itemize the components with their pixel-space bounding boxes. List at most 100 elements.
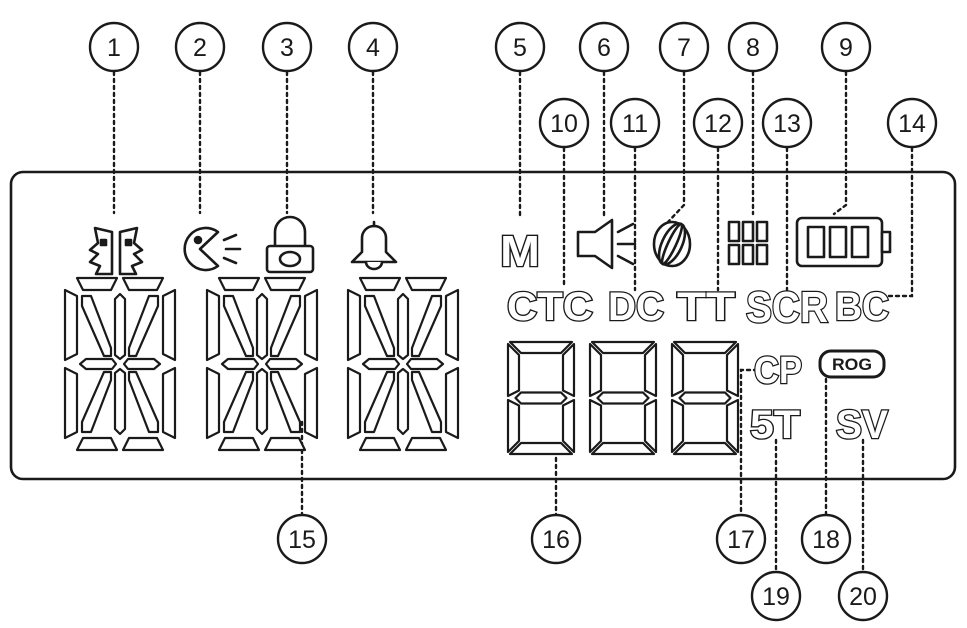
segment [588, 398, 603, 454]
alpha-digit [205, 276, 319, 452]
segment [122, 357, 162, 371]
segment [161, 288, 177, 362]
indicator-rog: ROG [832, 355, 872, 374]
segment [78, 357, 118, 371]
callout-circle [727, 21, 779, 73]
segment [363, 294, 396, 358]
segment [410, 370, 443, 434]
callout: 12 [692, 97, 744, 149]
callout: 14 [886, 97, 938, 149]
callout-circle [530, 513, 582, 565]
callout: 20 [837, 570, 889, 622]
segment [588, 342, 603, 398]
callout-number: 8 [746, 34, 760, 62]
segment [63, 366, 79, 440]
indicator-cp: CP [754, 350, 802, 392]
segment [263, 276, 307, 292]
callout-circle [261, 21, 313, 73]
segment [508, 441, 574, 456]
callout-number: 1 [107, 34, 121, 62]
segment [80, 370, 113, 434]
callout: 7 [658, 21, 710, 73]
callout: 18 [800, 513, 852, 565]
alpha-digit [63, 276, 177, 452]
callout-circle [761, 97, 813, 149]
speaker-icon [576, 218, 637, 270]
segment [725, 398, 740, 454]
callout-number: 11 [622, 110, 648, 138]
text-indicators: M CTC DC TT SCR BC CP 5T SV ROG [499, 226, 891, 449]
segment [672, 441, 738, 456]
callout-circle [837, 570, 889, 622]
callout: 9 [820, 21, 872, 73]
callout-circle [692, 97, 744, 149]
callout-number: 20 [849, 583, 877, 611]
segment [75, 436, 119, 452]
callout: 17 [715, 513, 767, 565]
numeric-digit [670, 340, 740, 456]
segment [269, 370, 302, 434]
segment [643, 398, 658, 454]
segment [205, 288, 221, 362]
segment [303, 288, 319, 362]
segment [404, 436, 448, 452]
rotation-icon [652, 220, 692, 268]
callout: 10 [538, 97, 590, 149]
segment [506, 398, 521, 454]
segment [396, 292, 410, 361]
segment [113, 292, 127, 361]
indicator-st: 5T [750, 403, 800, 447]
callout-number: 5 [513, 34, 527, 62]
bell-icon [350, 220, 398, 271]
callout-circle [174, 21, 226, 73]
alphanumeric-display [63, 276, 460, 452]
callout-number: 13 [773, 110, 801, 138]
callout-circle [800, 513, 852, 565]
segment [444, 288, 460, 362]
callout-number: 19 [762, 583, 790, 611]
segment [222, 370, 255, 434]
callout-number: 18 [812, 526, 840, 554]
indicator-m: M [500, 227, 540, 276]
segment [358, 436, 402, 452]
segment [643, 342, 658, 398]
callout-circle [494, 21, 546, 73]
callout-circle [347, 21, 399, 73]
indicator-dc: DC [608, 285, 664, 329]
segment [121, 436, 165, 452]
callout: 6 [578, 21, 630, 73]
numeric-display [506, 340, 740, 456]
callout-number: 15 [288, 526, 316, 554]
callout-circle [538, 97, 590, 149]
segment [127, 370, 160, 434]
numeric-digit [506, 340, 576, 456]
indicator-bc: BC [835, 285, 889, 329]
callout: 19 [750, 570, 802, 622]
callout-circle [609, 97, 661, 149]
callout-number: 6 [597, 34, 611, 62]
callout-number: 16 [542, 526, 570, 554]
segment [63, 288, 79, 362]
pacman-icon [183, 226, 242, 272]
segment [590, 441, 656, 456]
segment [596, 391, 650, 405]
leader-lines [112, 70, 914, 574]
mouth-icon [88, 226, 144, 276]
callout-number: 2 [193, 34, 207, 62]
segment [678, 391, 732, 405]
indicator-ctc: CTC [507, 285, 593, 329]
alpha-digit [346, 276, 460, 452]
callout-circle [88, 21, 140, 73]
segment [670, 398, 685, 454]
channel-grid-icon [727, 220, 769, 266]
callout-circle [820, 21, 872, 73]
indicator-sv: SV [836, 403, 888, 447]
callout-circle [750, 570, 802, 622]
segment [263, 436, 307, 452]
segment [670, 342, 685, 398]
indicator-tt: TT [677, 285, 735, 329]
segment [217, 276, 261, 292]
callout-circle [578, 21, 630, 73]
